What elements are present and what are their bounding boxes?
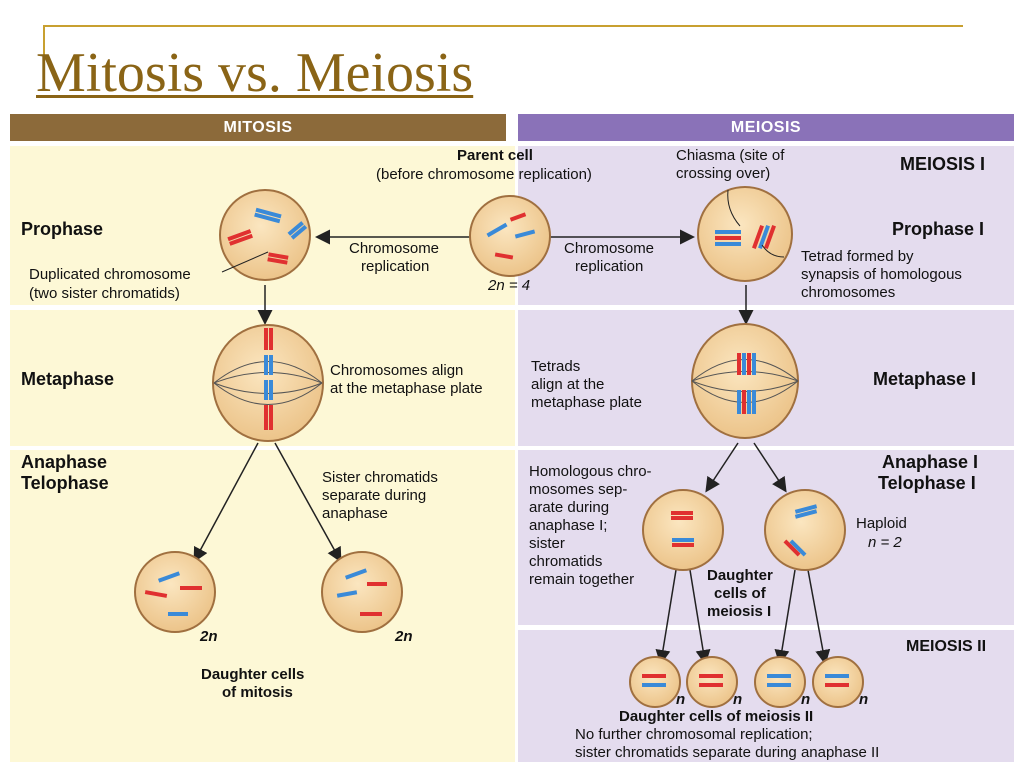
mitosis-daughter-text-2: of mitosis <box>222 684 293 701</box>
meiosis1-label: MEIOSIS I <box>900 154 986 174</box>
meiosis1-daughter-cell-left <box>642 489 724 571</box>
parent-cell-subtitle: (before chromosome replication) <box>376 166 592 183</box>
meiosis1-daughter-text-1: Daughter <box>707 567 773 584</box>
title-decor-horizontal <box>43 25 963 27</box>
parent-cell <box>469 195 551 277</box>
haploid-text: Haploid <box>856 515 907 532</box>
chromosome-blue <box>287 221 308 240</box>
homologous-text-4: anaphase I; <box>529 517 608 534</box>
meiosis-anaphase1-label: Anaphase I <box>882 452 979 472</box>
parent-ploidy: 2n = 4 <box>488 277 531 294</box>
homologous-text-6: chromatids <box>529 553 603 570</box>
chiasma-text-2: crossing over) <box>676 165 771 182</box>
meiosis-metaphase1-label: Metaphase I <box>873 369 977 389</box>
sister-separate-text-1: Sister chromatids <box>322 469 438 486</box>
mitosis-daughter-cell-right <box>321 551 403 633</box>
mitosis-daughter-text-1: Daughter cells <box>201 666 305 683</box>
homologous-text-7: remain together <box>529 571 635 588</box>
meiosis2-daughter-cell-2 <box>686 656 738 708</box>
meiosis2-daughter-cell-3 <box>754 656 806 708</box>
meiosis-prophase-cell <box>697 186 793 282</box>
meiosis1-daughter-cell-right <box>764 489 846 571</box>
chromosome-blue <box>254 207 282 224</box>
meiosis-replication-text-2: replication <box>575 258 644 275</box>
meiosis-prophase1-label: Prophase I <box>892 219 985 239</box>
slide-title: Mitosis vs. Meiosis <box>36 42 474 104</box>
mitosis-replication-text-1: Chromosome <box>349 240 440 257</box>
homologous-text-5: sister <box>529 535 565 552</box>
meiosis2-label: MEIOSIS II <box>906 638 987 655</box>
no-further-text-2: sister chromatids separate during anapha… <box>575 744 880 761</box>
tetrad-text-1: Tetrad formed by <box>801 248 914 265</box>
meiosis1-daughter-text-2: cells of <box>714 585 766 602</box>
tetrad-pointer <box>761 244 785 258</box>
meiosis-header: MEIOSIS <box>518 114 1014 141</box>
mitosis-telophase-label: Telophase <box>21 473 109 493</box>
mitosis-replication-text-2: replication <box>361 258 430 275</box>
homologous-text-1: Homologous chro- <box>529 463 652 480</box>
sister-separate-text-2: separate during <box>322 487 427 504</box>
tetrads-align-text-1: Tetrads <box>531 358 581 375</box>
mitosis-header: MITOSIS <box>10 114 506 141</box>
meiosis2-n-label-3: n <box>801 691 811 708</box>
meiosis2-n-label-1: n <box>676 691 686 708</box>
tetrads-align-text-3: metaphase plate <box>531 394 642 411</box>
mitosis-prophase-cell <box>219 189 311 281</box>
mitosis-ploidy-left: 2n <box>200 628 218 645</box>
chiasma-pointer <box>727 189 741 227</box>
dup-chromosome-text-1: Duplicated chromosome <box>29 266 191 283</box>
meiosis-metaphase-cell <box>691 323 799 439</box>
meiosis-replication-text-1: Chromosome <box>564 240 655 257</box>
homologous-text-3: arate during <box>529 499 610 516</box>
chromosome-red <box>267 252 289 265</box>
tetrads-align-text-2: align at the <box>531 376 605 393</box>
mitosis-align-text-2: at the metaphase plate <box>330 380 483 397</box>
tetrad-text-3: chromosomes <box>801 284 896 301</box>
meiosis2-n-label-4: n <box>859 691 869 708</box>
title-decor-vertical <box>43 25 45 65</box>
no-further-text-1: No further chromosomal replication; <box>575 726 813 743</box>
homologous-text-2: mosomes sep- <box>529 481 628 498</box>
dup-chromosome-pointer <box>221 251 269 273</box>
meiosis1-daughter-text-3: meiosis I <box>707 603 772 620</box>
meiosis2-daughter-cell-1 <box>629 656 681 708</box>
mitosis-anaphase-label: Anaphase <box>21 452 108 472</box>
haploid-n-text: n = 2 <box>868 534 902 551</box>
mitosis-panel-bottom <box>10 450 515 762</box>
mitosis-align-text-1: Chromosomes align <box>330 362 464 379</box>
mitosis-daughter-cell-left <box>134 551 216 633</box>
mitosis-metaphase-label: Metaphase <box>21 369 115 389</box>
meiosis2-daughter-text: Daughter cells of meiosis II <box>619 708 814 725</box>
chromosome-red <box>227 229 253 246</box>
parent-cell-title: Parent cell <box>457 147 533 164</box>
meiosis2-n-label-2: n <box>733 691 743 708</box>
meiosis-telophase1-label: Telophase I <box>878 473 976 493</box>
chiasma-text-1: Chiasma (site of <box>676 147 785 164</box>
mitosis-metaphase-cell <box>212 324 324 442</box>
dup-chromosome-text-2: (two sister chromatids) <box>29 285 180 302</box>
mitosis-ploidy-right: 2n <box>395 628 413 645</box>
tetrad-text-2: synapsis of homologous <box>801 266 962 283</box>
sister-separate-text-3: anaphase <box>322 505 388 522</box>
arrows <box>193 229 831 665</box>
meiosis2-daughter-cell-4 <box>812 656 864 708</box>
mitosis-prophase-label: Prophase <box>21 219 104 239</box>
